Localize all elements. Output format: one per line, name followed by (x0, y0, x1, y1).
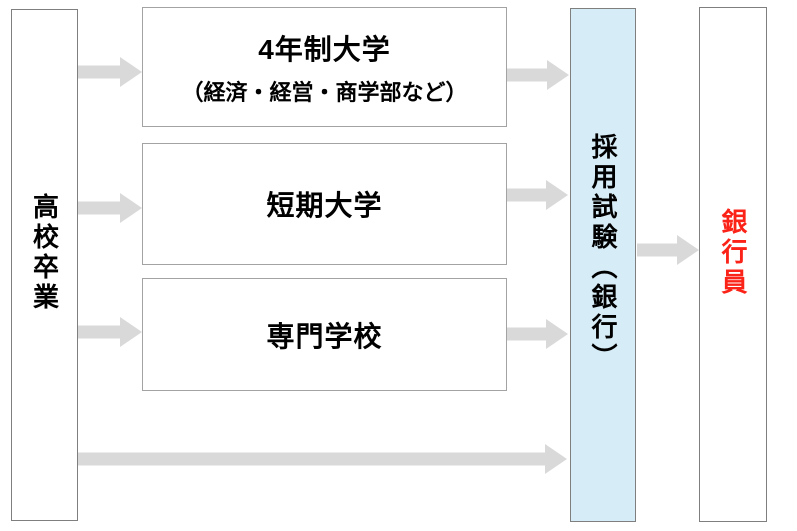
arrow-vocational-to-exam-icon (507, 319, 568, 349)
arrow-exam-to-banker-icon (637, 235, 699, 265)
arrow-head (547, 60, 569, 90)
node-bank-employee-label: 銀行員 (718, 207, 748, 298)
node-university-text: 4年制大学 （経済・経営・商学部など） (181, 28, 467, 107)
node-vocational-school-label: 専門学校 (266, 320, 383, 352)
arrow-shaft (78, 201, 122, 215)
arrow-highschool-to-vocational-icon (78, 317, 142, 347)
arrow-highschool-to-junior-college-icon (78, 193, 142, 223)
arrow-head (546, 319, 568, 349)
arrow-shaft (507, 327, 548, 341)
node-university: 4年制大学 （経済・経営・商学部など） (142, 7, 507, 127)
arrow-head (545, 444, 567, 474)
arrow-junior-college-to-exam-icon (507, 180, 568, 210)
arrow-shaft (507, 68, 549, 82)
arrow-head (120, 317, 142, 347)
node-hiring-exam: 採用試験（銀行） (570, 8, 636, 522)
arrow-head (120, 57, 142, 87)
arrow-head (677, 235, 699, 265)
arrow-shaft (507, 188, 548, 202)
arrow-highschool-to-exam-icon (78, 444, 567, 474)
node-vocational-school: 専門学校 (142, 278, 507, 391)
arrow-shaft (78, 452, 547, 466)
node-highschool-label: 高校卒業 (29, 193, 60, 313)
node-university-title: 4年制大学 (258, 33, 391, 65)
node-university-subtitle: （経済・経営・商学部など） (181, 79, 468, 105)
arrow-shaft (78, 325, 122, 339)
arrow-highschool-to-university-icon (78, 57, 142, 87)
arrow-shaft (78, 65, 122, 79)
arrow-head (120, 193, 142, 223)
node-junior-college: 短期大学 (142, 143, 507, 265)
node-highschool-graduation: 高校卒業 (11, 9, 78, 521)
node-junior-college-label: 短期大学 (266, 190, 383, 221)
arrow-head (546, 180, 568, 210)
arrow-university-to-exam-icon (507, 60, 569, 90)
arrow-shaft (637, 243, 679, 257)
node-hiring-exam-label: 採用試験（銀行） (588, 133, 618, 373)
node-bank-employee: 銀行員 (699, 7, 767, 522)
